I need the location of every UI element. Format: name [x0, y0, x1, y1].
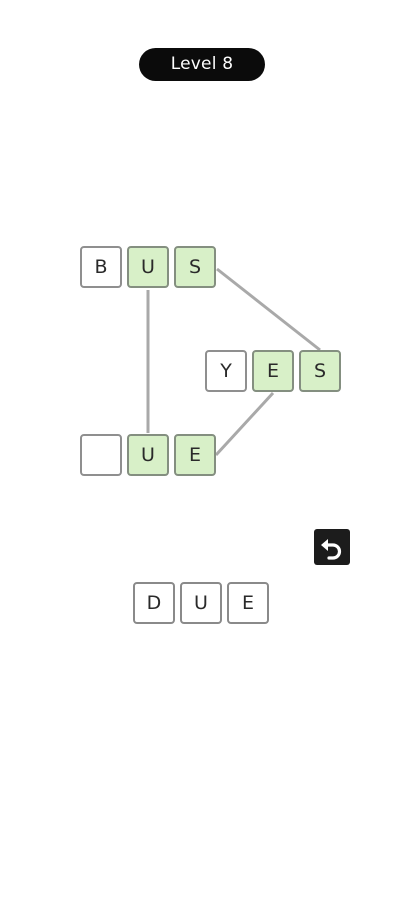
- undo-arrow-icon: [321, 539, 342, 560]
- tray-letter-e[interactable]: E: [227, 582, 269, 624]
- board-tile-bus-1: B: [80, 246, 122, 288]
- tray-letter-d[interactable]: D: [133, 582, 175, 624]
- tray-letter-u[interactable]: U: [180, 582, 222, 624]
- connector-line-s-s: [216, 267, 321, 352]
- board-tile-ue-3: E: [174, 434, 216, 476]
- board-tile-yes-2: E: [252, 350, 294, 392]
- undo-button[interactable]: [314, 529, 350, 565]
- board-tile-ue-2: U: [127, 434, 169, 476]
- connector-line-e-e: [214, 391, 275, 457]
- board-tile-yes-1: Y: [205, 350, 247, 392]
- level-indicator: Level 8: [139, 48, 265, 81]
- board-tile-bus-2: U: [127, 246, 169, 288]
- board-tile-empty-slot[interactable]: [80, 434, 122, 476]
- board-tile-yes-3: S: [299, 350, 341, 392]
- board-tile-bus-3: S: [174, 246, 216, 288]
